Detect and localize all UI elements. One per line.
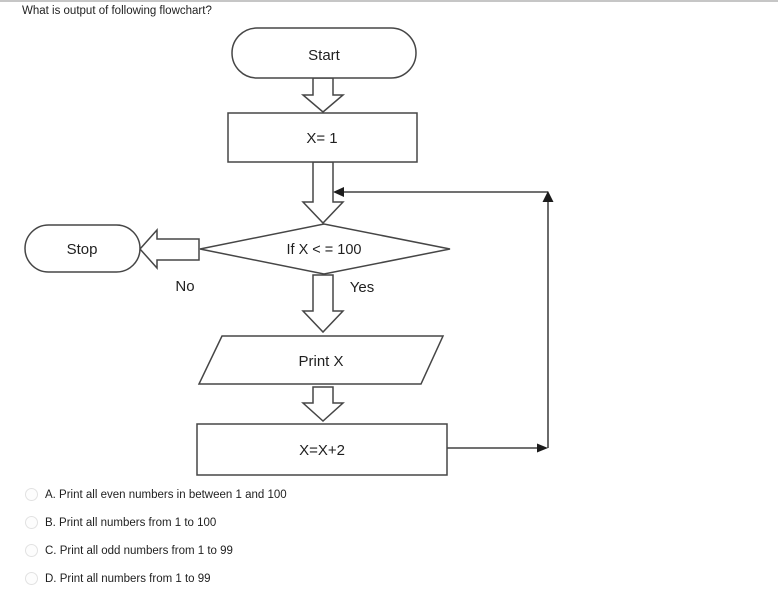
- increment-node: [196, 423, 448, 476]
- arrowhead-up-icon: [542, 191, 554, 202]
- arrow-start-to-init: [300, 77, 346, 113]
- option-b-label: B. Print all numbers from 1 to 100: [45, 516, 217, 529]
- radio-button-icon[interactable]: [25, 516, 38, 529]
- option-b[interactable]: B. Print all numbers from 1 to 100: [25, 515, 216, 530]
- start-label: Start: [308, 47, 341, 64]
- init-label: X= 1: [306, 130, 337, 147]
- option-c-label: C. Print all odd numbers from 1 to 99: [45, 544, 233, 557]
- loop-connector: [333, 187, 554, 453]
- no-branch-label: No: [175, 278, 194, 295]
- increment-label: X=X+2: [299, 442, 345, 459]
- decision-label: If X < = 100: [287, 242, 362, 258]
- option-a[interactable]: A. Print all even numbers in between 1 a…: [25, 487, 287, 502]
- arrow-decision-to-print: [301, 274, 345, 334]
- arrowhead-right-icon: [537, 443, 548, 453]
- radio-button-icon[interactable]: [25, 572, 38, 585]
- top-divider: [0, 0, 778, 2]
- option-d-label: D. Print all numbers from 1 to 99: [45, 572, 211, 585]
- radio-button-icon[interactable]: [25, 488, 38, 501]
- radio-button-icon[interactable]: [25, 544, 38, 557]
- option-a-label: A. Print all even numbers in between 1 a…: [45, 488, 287, 501]
- question-text: What is output of following flowchart?: [22, 5, 212, 17]
- start-node: [231, 27, 417, 79]
- arrow-no-to-stop: [138, 228, 200, 270]
- arrow-init-to-decision: [301, 161, 345, 225]
- decision-node: [199, 223, 451, 275]
- stop-label: Stop: [67, 241, 98, 258]
- option-d[interactable]: D. Print all numbers from 1 to 99: [25, 571, 211, 586]
- print-label: Print X: [298, 353, 343, 370]
- arrow-print-to-increment: [301, 386, 345, 423]
- init-node: [227, 112, 418, 163]
- stop-node: [24, 224, 141, 273]
- print-node: [197, 335, 445, 385]
- arrowhead-left-icon: [333, 187, 344, 197]
- yes-branch-label: Yes: [350, 279, 374, 296]
- option-c[interactable]: C. Print all odd numbers from 1 to 99: [25, 543, 233, 558]
